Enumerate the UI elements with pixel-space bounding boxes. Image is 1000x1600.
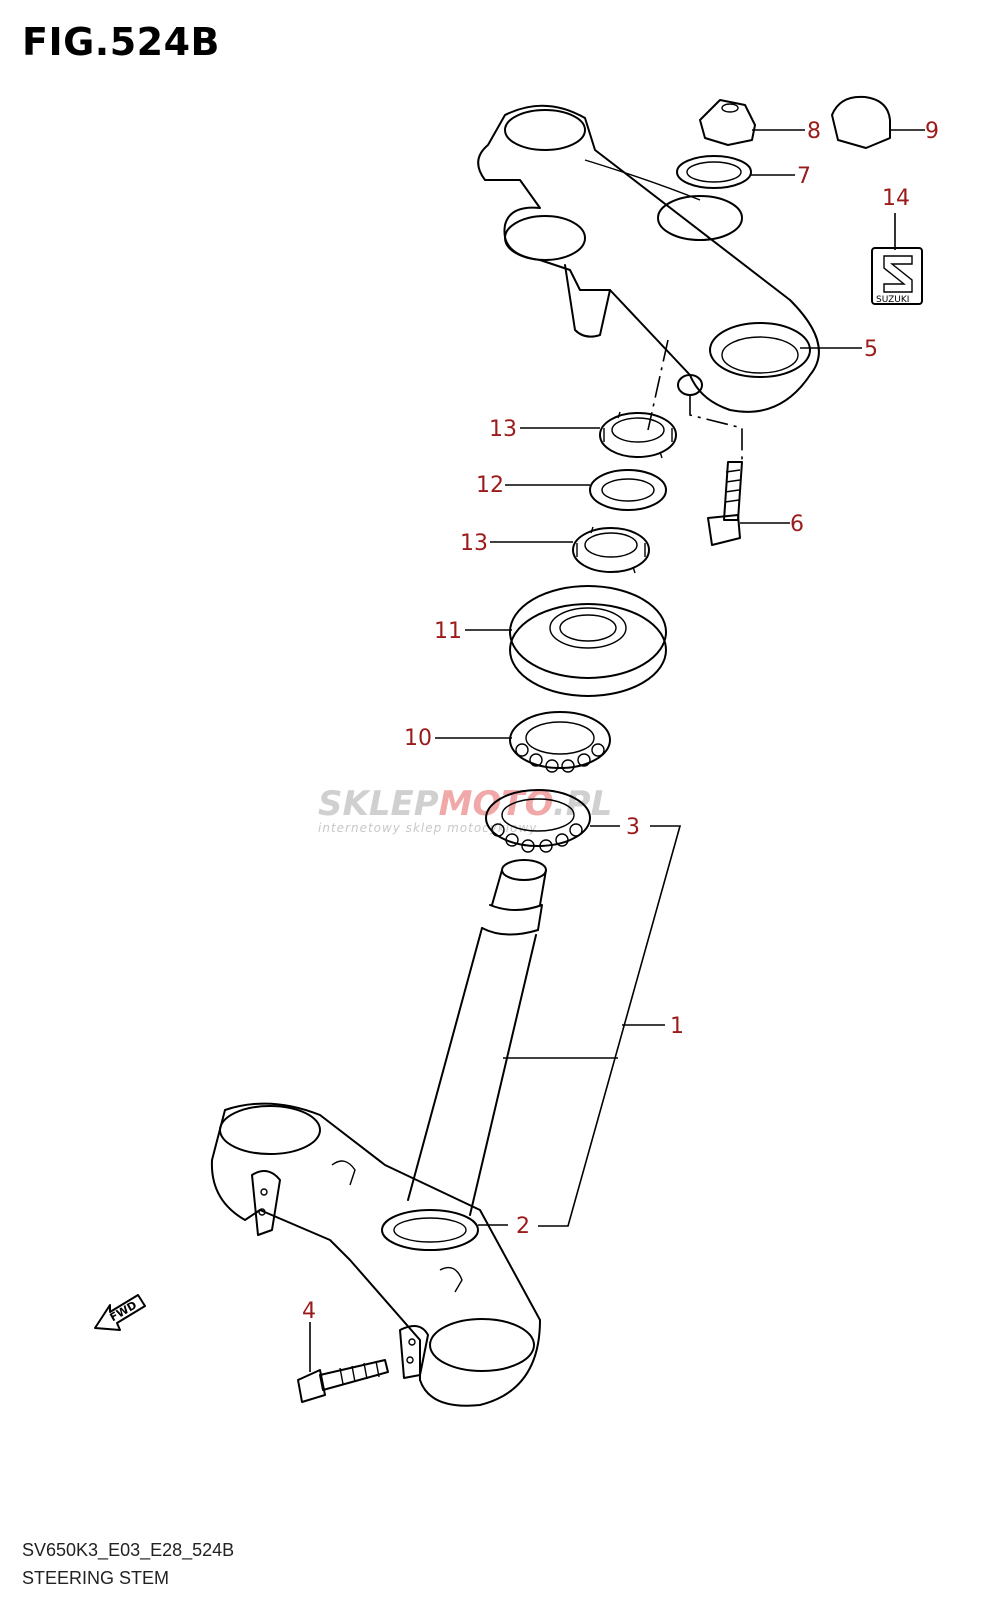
svg-text:SKLEPMOTO.PL: SKLEPMOTO.PL (318, 784, 612, 824)
cap-nut-part-9 (831, 95, 891, 149)
bearing-part-3 (485, 789, 591, 853)
watermark-tagline: internetowy sklep motocyklowy (318, 821, 537, 835)
steering-stem-part-1 (210, 859, 547, 1407)
bearing-part-10 (509, 711, 611, 773)
callout-5: 5 (864, 337, 878, 362)
callout-4: 4 (302, 1299, 316, 1324)
suzuki-emblem-part-14: SUZUKI (871, 247, 923, 305)
callout-labels: 8 9 7 14 5 13 12 6 13 11 10 3 1 2 4 (302, 119, 939, 1324)
callout-12: 12 (476, 473, 504, 498)
fwd-direction-arrow: FWD (94, 1294, 146, 1331)
figure-title: FIG.524B (22, 20, 221, 64)
callout-11: 11 (434, 619, 462, 644)
callout-13-upper: 13 (489, 417, 517, 442)
callout-2: 2 (516, 1214, 530, 1239)
watermark: SKLEPMOTO.PL internetowy sklep motocyklo… (318, 784, 612, 835)
bolt-part-6 (707, 461, 743, 546)
callout-1: 1 (670, 1014, 684, 1039)
washer-part-7 (676, 155, 752, 189)
emblem-text: SUZUKI (876, 295, 909, 305)
callout-6: 6 (790, 512, 804, 537)
assembly-lines (647, 339, 743, 460)
callout-10: 10 (404, 726, 432, 751)
leader-lines (309, 129, 925, 1372)
diagram-code: SV650K3_E03_E28_524B (22, 1540, 235, 1560)
callout-9: 9 (925, 119, 939, 144)
cap-nut-part-8 (699, 99, 756, 146)
callout-13-lower: 13 (460, 531, 488, 556)
diagram-name: STEERING STEM (22, 1568, 170, 1588)
callout-7: 7 (797, 164, 811, 189)
locknut-part-13-lower (572, 526, 650, 574)
washer-part-12 (589, 469, 667, 511)
bolt-part-4 (297, 1359, 389, 1403)
watermark-brand-left: SKLEP (318, 784, 439, 824)
dust-seal-part-11 (509, 585, 667, 697)
upper-bracket-part (477, 104, 820, 413)
callout-14: 14 (882, 186, 910, 211)
callout-3: 3 (626, 815, 640, 840)
locknut-part-13-upper (599, 411, 677, 459)
callout-8: 8 (807, 119, 821, 144)
